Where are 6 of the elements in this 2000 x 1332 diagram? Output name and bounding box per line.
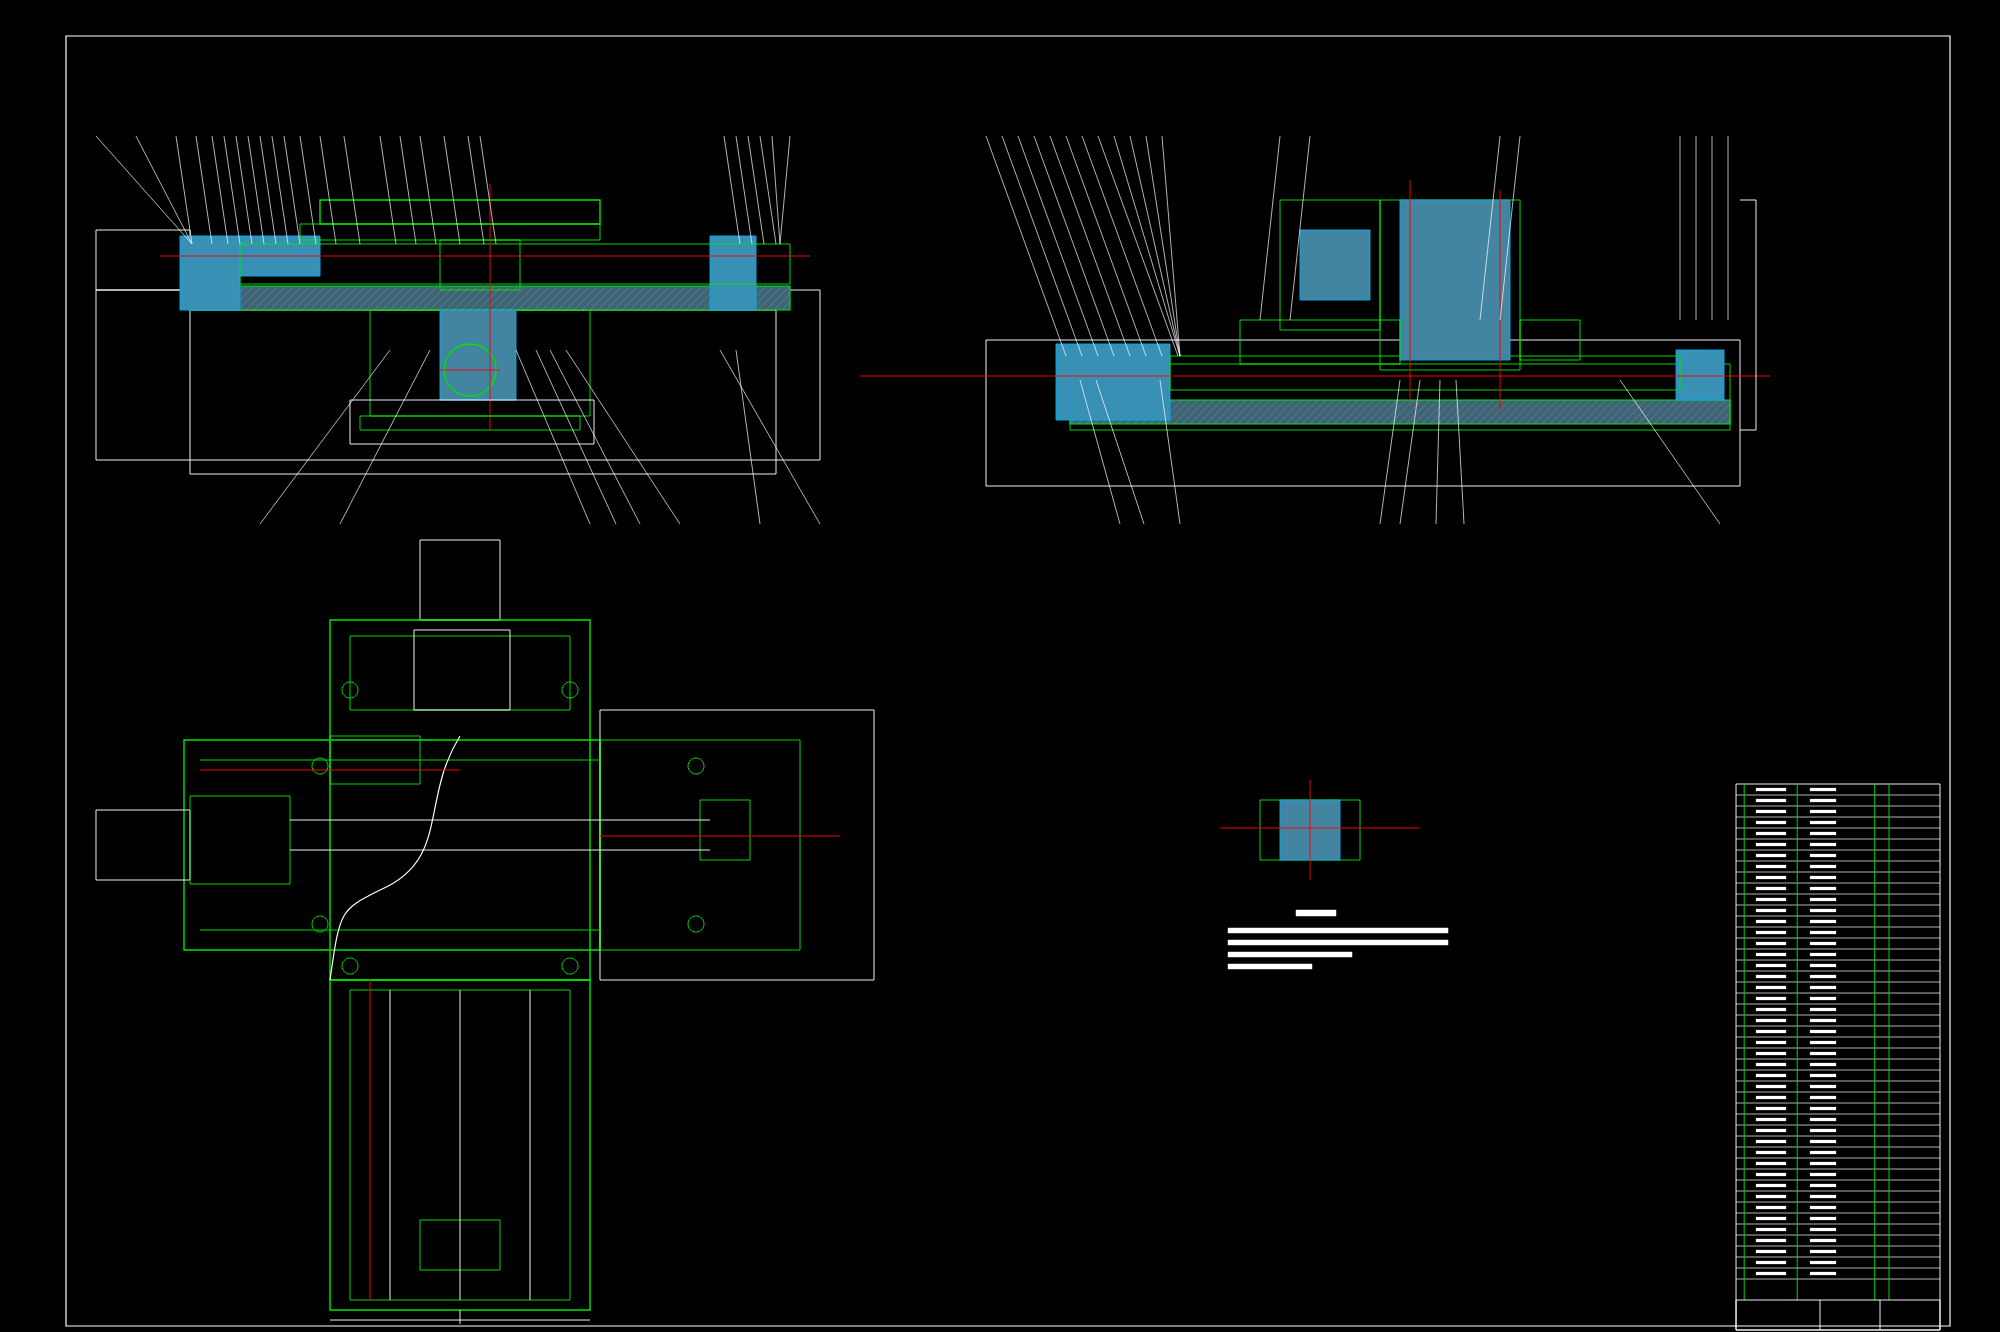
note-block-drawing bbox=[1227, 909, 1449, 970]
detail-section-drawing bbox=[1219, 779, 1421, 881]
parts-list-table bbox=[1735, 783, 1941, 1331]
plan-view-drawing bbox=[95, 539, 875, 1325]
section-view-drawing bbox=[859, 135, 1771, 525]
section-view-drawing bbox=[95, 135, 821, 525]
